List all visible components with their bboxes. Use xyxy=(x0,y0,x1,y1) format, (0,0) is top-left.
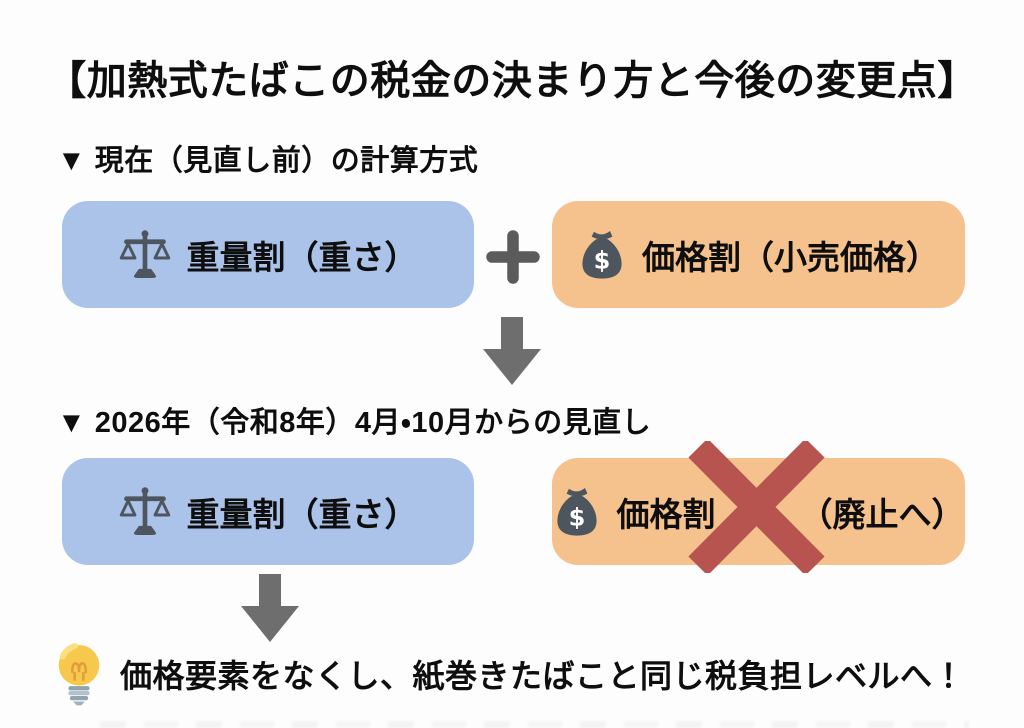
section-heading-current: ▼ 現在（見直し前）の計算方式 xyxy=(57,145,479,177)
plus-icon xyxy=(485,229,541,285)
conclusion-row: 価格要素をなくし、紙巻きたばこと同じ税負担レベルへ！ xyxy=(50,641,1000,707)
weight-tax-label: 重量割（重さ） xyxy=(186,238,418,276)
down-arrow-icon xyxy=(235,573,305,648)
price-tax-label: 価格割（小売価格） xyxy=(642,238,939,276)
red-x-icon xyxy=(688,438,825,576)
price-tax-label-after: （廃止へ） xyxy=(799,495,965,533)
page-title: 【加熱式たばこの税金の決まり方と今後の変更点】 xyxy=(46,59,978,103)
price-tax-label-before: 価格割 xyxy=(616,495,716,533)
money-bag-icon: $ xyxy=(582,230,622,279)
weight-tax-label: 重量割（重さ） xyxy=(186,495,418,533)
svg-text:$: $ xyxy=(594,246,611,274)
balance-scale-icon xyxy=(119,486,170,535)
money-bag-icon: $ xyxy=(556,487,597,536)
down-arrow-icon xyxy=(477,316,547,391)
lightbulb-icon xyxy=(58,643,100,706)
weight-tax-box-current: 重量割（重さ） xyxy=(62,201,474,308)
price-tax-box-future: $ 価格割 （廃止へ） xyxy=(552,458,965,565)
svg-text:$: $ xyxy=(568,503,585,531)
weight-tax-box-future: 重量割（重さ） xyxy=(62,458,474,565)
conclusion-text: 価格要素をなくし、紙巻きたばこと同じ税負担レベルへ！ xyxy=(120,658,966,694)
balance-scale-icon xyxy=(119,229,170,278)
section-heading-future: ▼ 2026年（令和8年）4月・10月からの見直し xyxy=(57,407,652,439)
cropped-text-remnant xyxy=(100,721,969,728)
price-tax-box-current: $ 価格割（小売価格） xyxy=(552,201,965,308)
